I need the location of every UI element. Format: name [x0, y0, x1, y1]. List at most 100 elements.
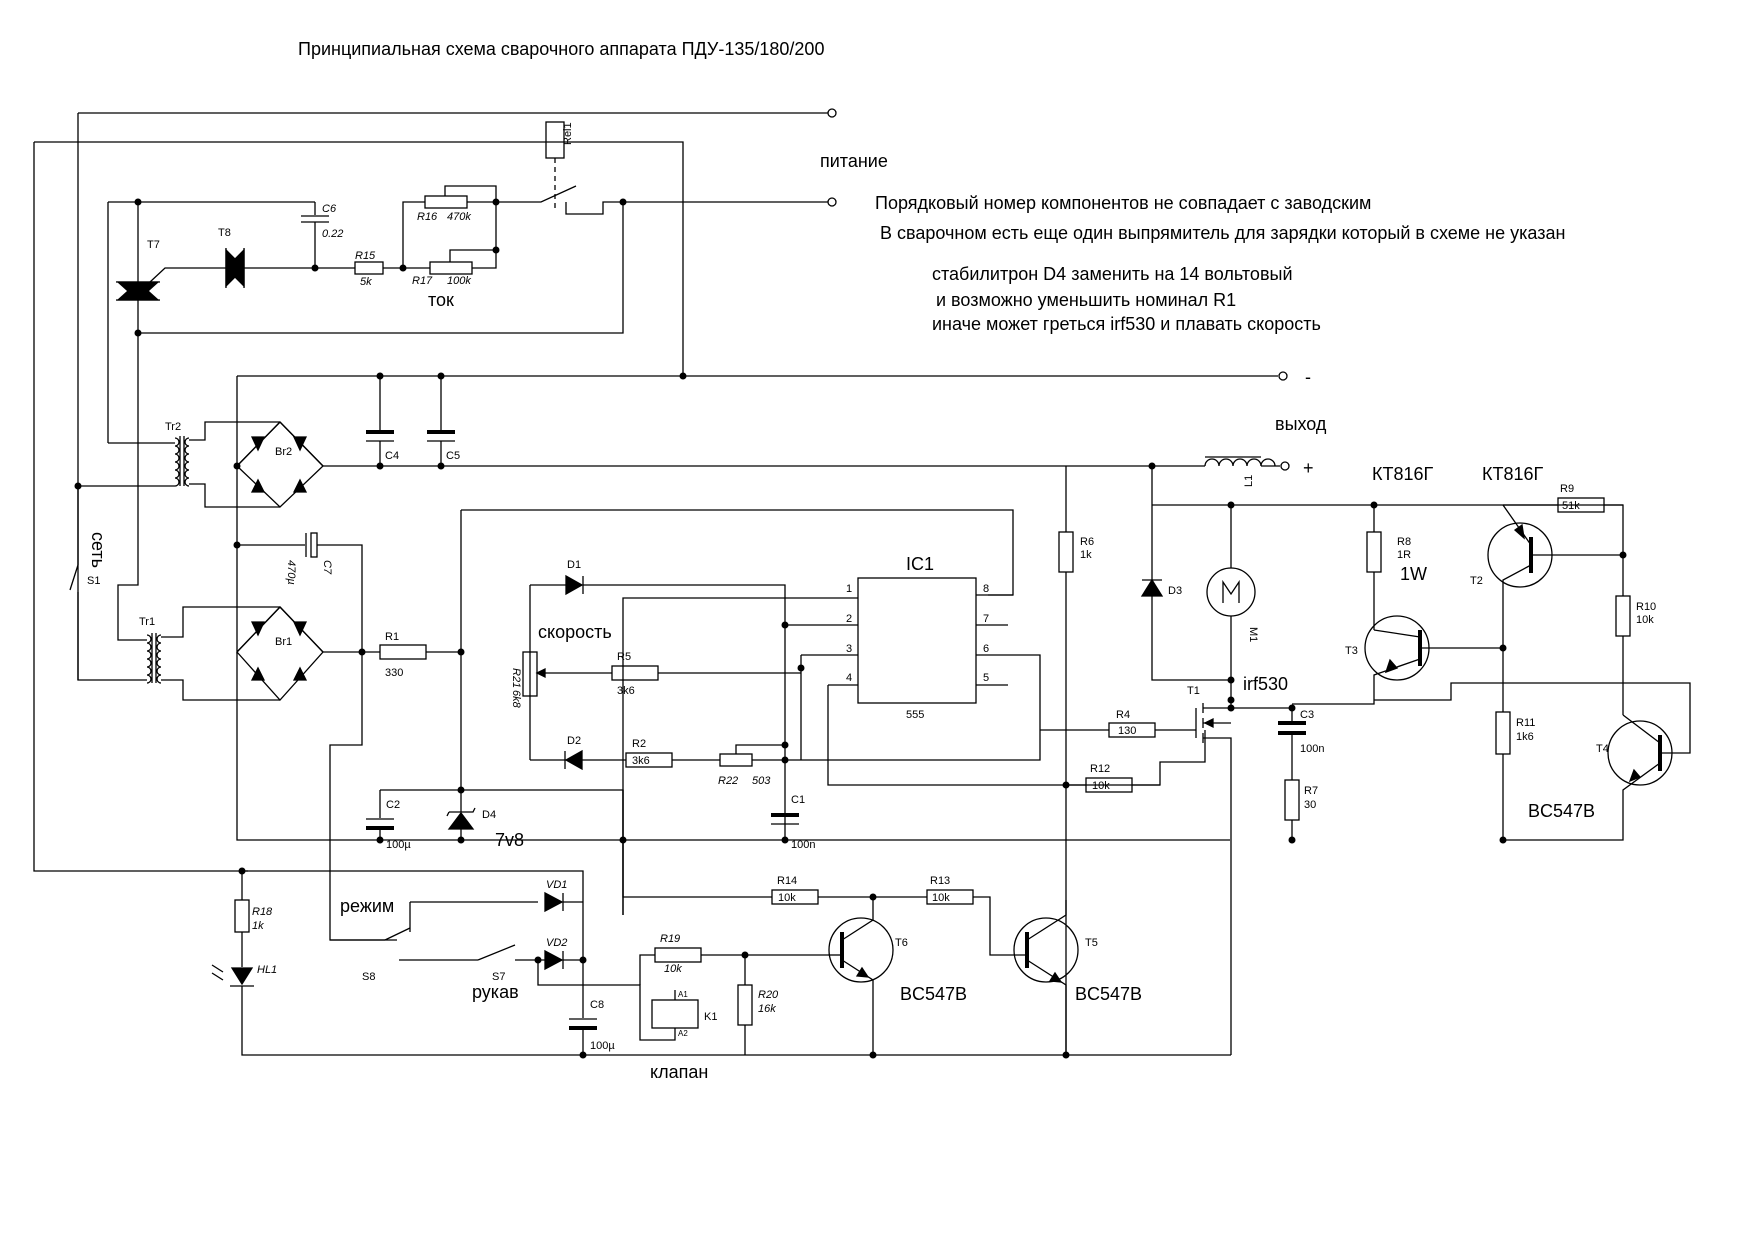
zener-voltage-label: 7v8	[495, 830, 524, 850]
wire	[537, 960, 641, 990]
transistor-t6	[828, 917, 894, 983]
junction-dot	[457, 836, 465, 844]
t6-label: T6	[895, 937, 908, 949]
t3-emitter-arrow-icon	[1384, 658, 1399, 674]
c2-value: 100µ	[386, 839, 411, 851]
ic1-type: 555	[906, 709, 924, 721]
r2-value: 3k6	[632, 755, 650, 767]
switch-s7[interactable]	[477, 944, 516, 961]
wire	[380, 789, 624, 915]
wire	[34, 141, 684, 376]
wire	[973, 896, 1005, 956]
resistor-r1	[379, 644, 427, 660]
r9-label: R9	[1560, 483, 1574, 495]
mains-label: сеть	[88, 532, 108, 568]
junction-dot	[1288, 704, 1296, 712]
resistor-r10	[1615, 595, 1631, 637]
r8-label: R8	[1397, 536, 1411, 548]
wire	[639, 954, 655, 985]
wire	[444, 185, 497, 202]
k1-label: K1	[704, 1011, 717, 1023]
c1-value: 100n	[791, 839, 815, 851]
s8-label: S8	[362, 971, 375, 983]
wire	[241, 986, 1231, 1056]
zener-note-2: и возможно уменьшить номинал R1	[936, 290, 1236, 310]
t3-emitter	[1292, 658, 1421, 705]
transformer-tr1-icon	[146, 633, 162, 684]
t2-emitter-arrow-icon	[1513, 523, 1525, 540]
a2-label: A2	[678, 1029, 688, 1038]
bc547-t5-label: BC547B	[1075, 984, 1142, 1004]
motor-icon	[1222, 579, 1240, 603]
c2-label: C2	[386, 799, 400, 811]
wire	[138, 202, 624, 334]
a1-label: A1	[678, 990, 688, 999]
r11-value: 1k6	[1516, 731, 1534, 743]
r5-value: 3k6	[617, 685, 635, 697]
r15-label: R15	[355, 250, 376, 262]
resistor-r18	[234, 899, 250, 933]
d3-label: D3	[1168, 585, 1182, 597]
wire	[161, 606, 280, 638]
wiper-arrow-icon	[535, 667, 546, 679]
pin-3: 3	[846, 643, 852, 655]
bc547-t4-label: BC547B	[1528, 801, 1595, 821]
r6-label: R6	[1080, 536, 1094, 548]
triac-t7-icon	[116, 267, 227, 333]
kt816-label-a: КТ816Г	[1372, 464, 1434, 484]
zener-note-3: иначе может греться irf530 и плавать ско…	[932, 314, 1321, 334]
mode-label: режим	[340, 896, 394, 916]
zener-diode-d4-icon	[446, 807, 476, 840]
c6-value: 0.22	[322, 228, 343, 240]
capacitor-c7	[310, 532, 318, 558]
t4-label: T4	[1596, 743, 1609, 755]
transistor-t5	[1013, 917, 1079, 983]
potentiometer-r22	[719, 753, 753, 767]
resistor-r7	[1284, 779, 1300, 821]
r5-label: R5	[617, 651, 631, 663]
s1-label: S1	[87, 575, 100, 587]
power-label: питание	[820, 151, 888, 171]
r13-value: 10k	[932, 892, 950, 904]
terminal-icon	[1280, 461, 1290, 471]
resistor-r5	[611, 665, 659, 681]
d1-label: D1	[567, 559, 581, 571]
r15-value: 5k	[360, 276, 372, 288]
r13-label: R13	[930, 875, 950, 887]
hl1-label: HL1	[257, 964, 277, 976]
r19-value: 10k	[664, 963, 682, 975]
wire	[639, 990, 676, 1041]
diode-d1-icon	[565, 574, 584, 596]
switch-s1[interactable]	[69, 564, 79, 591]
junction-dot	[376, 836, 384, 844]
br2-label: Br2	[275, 446, 292, 458]
numbering-note: Порядковый номер компонентов не совпадае…	[875, 193, 1371, 213]
sleeve-label: рукав	[472, 982, 519, 1002]
r10-value: 10k	[1636, 614, 1654, 626]
terminal-icon	[1278, 371, 1288, 381]
wire	[402, 201, 425, 268]
switch-s8[interactable]	[384, 927, 411, 941]
wire	[317, 544, 397, 941]
t6-emitter-arrow-icon	[855, 966, 870, 978]
c5-label: C5	[446, 450, 460, 462]
bridge-rectifier-br1-icon	[236, 466, 324, 701]
s7-label: S7	[492, 971, 505, 983]
irf530-label: irf530	[1243, 674, 1288, 694]
r17-value: 100k	[447, 275, 471, 287]
diode-d3-icon	[1140, 578, 1164, 597]
junction-dot	[1288, 836, 1296, 844]
wire	[735, 744, 785, 754]
wire	[827, 685, 1206, 786]
r16-label: R16	[417, 211, 438, 223]
pin-7: 7	[983, 613, 989, 625]
diode-vd1-icon	[544, 891, 564, 913]
transformer-tr2-icon	[174, 436, 190, 487]
kt816-label-b: КТ816Г	[1482, 464, 1544, 484]
junction-dot	[1062, 1051, 1070, 1059]
wire	[1231, 707, 1293, 722]
wire	[622, 790, 772, 898]
wire	[33, 142, 248, 872]
rectifier-note: В сварочном есть еще один выпрямитель дл…	[880, 223, 1565, 243]
